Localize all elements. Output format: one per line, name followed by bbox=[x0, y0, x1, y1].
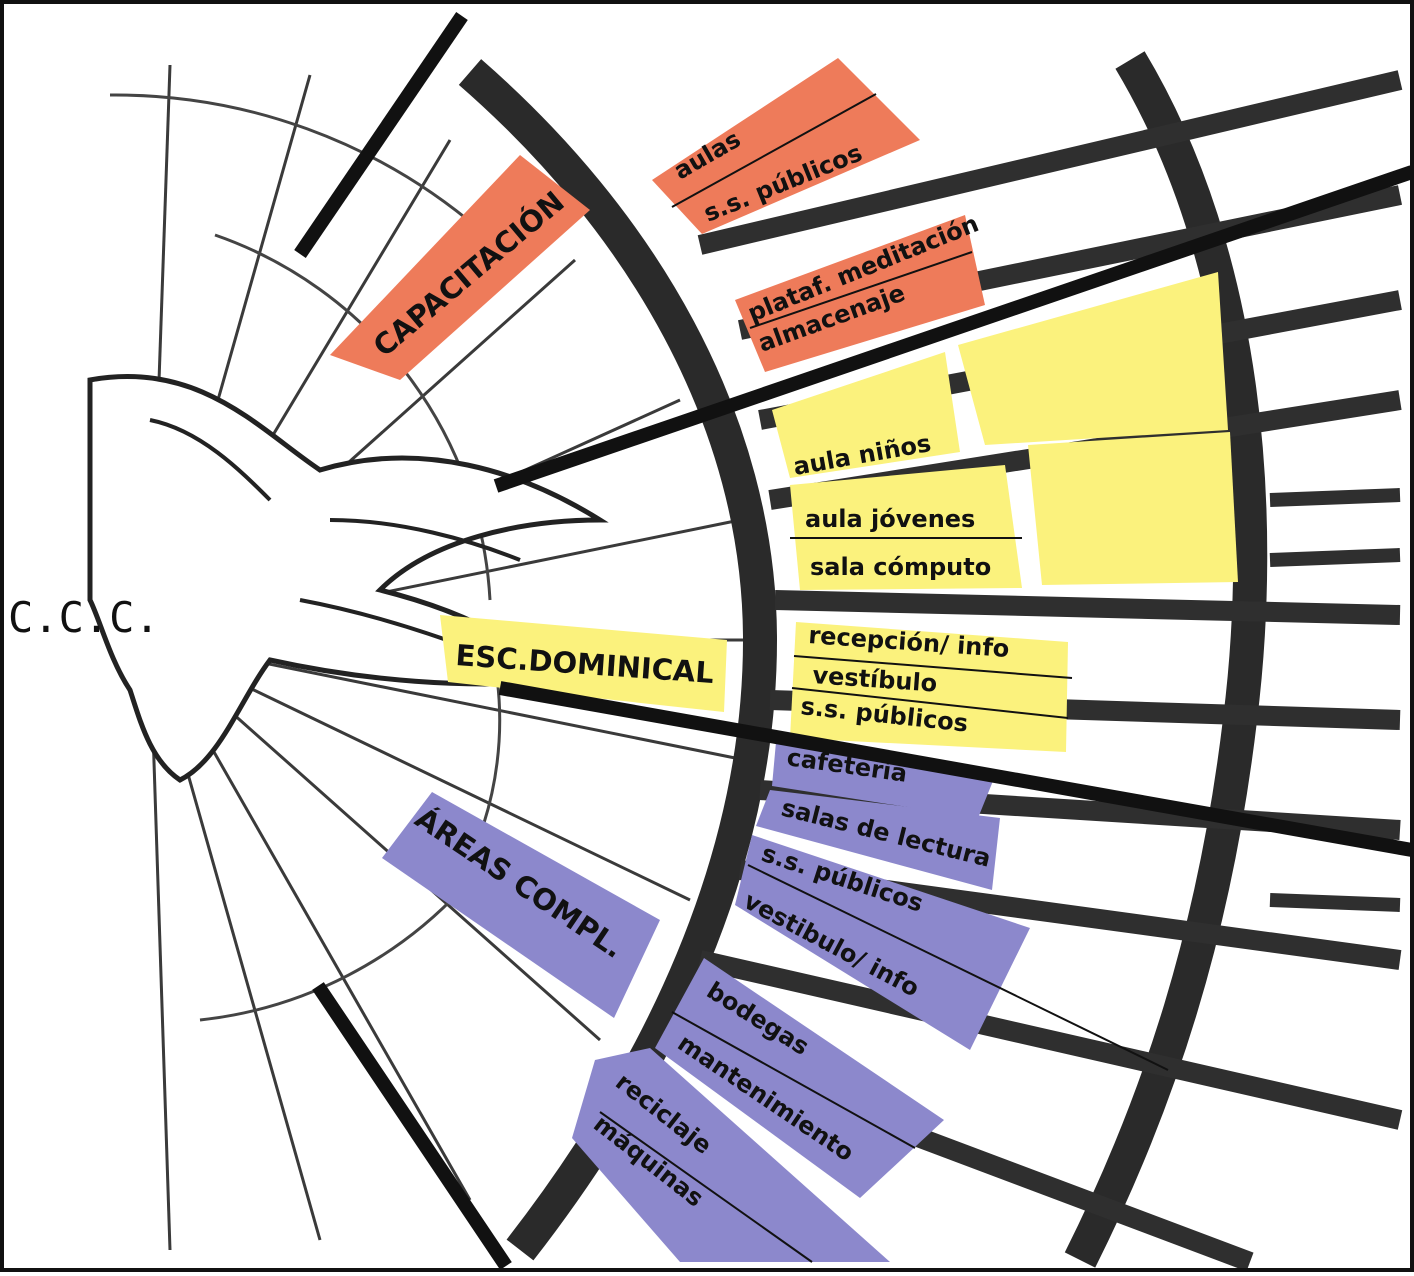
areas-vestibulo-block bbox=[735, 835, 1030, 1050]
zone-capacitacion: CAPACITACIÓN aulas s.s. públicos plataf.… bbox=[330, 58, 985, 380]
areas-cafeteria-block bbox=[772, 742, 995, 818]
divider-bodegas bbox=[671, 1011, 916, 1149]
areas-salas-lectura-block bbox=[756, 790, 1000, 890]
axis-capacitacion-esc bbox=[493, 165, 1414, 493]
esc-recepcion-block bbox=[790, 622, 1068, 752]
esc-yellow-block-2 bbox=[1028, 432, 1238, 585]
dove-logo bbox=[87, 373, 609, 783]
divider-aulas bbox=[671, 93, 877, 208]
ccc-label: C.C.C. bbox=[8, 593, 160, 642]
capacitacion-aulas-block bbox=[652, 58, 920, 234]
room-aula-jovenes: aula jóvenes bbox=[805, 505, 975, 533]
areas-compl-title-block bbox=[382, 792, 660, 1018]
leader-vestibulo bbox=[747, 864, 1169, 1071]
edge-beams bbox=[1269, 488, 1401, 912]
capacitacion-meditacion-block bbox=[735, 215, 985, 372]
esc-aula-jovenes-block bbox=[790, 465, 1022, 590]
esc-aula-ninos-block bbox=[772, 352, 960, 478]
areas-reciclaje-block bbox=[572, 1048, 890, 1262]
esc-yellow-block-1 bbox=[958, 272, 1228, 445]
divider-reciclaje bbox=[599, 1111, 813, 1263]
divider-recepcion bbox=[793, 655, 1073, 679]
areas-bodegas-block bbox=[655, 958, 944, 1198]
divider-meditacion bbox=[749, 251, 973, 329]
zone-axes bbox=[294, 12, 1414, 1270]
zone-areas-compl: ÁREAS COMPL. cafetería salas de lectura … bbox=[382, 742, 1169, 1263]
axis-capacitacion-left bbox=[294, 12, 468, 258]
divider-vestibulo bbox=[791, 687, 1069, 719]
capacitacion-title-block bbox=[330, 155, 590, 380]
axis-esc-areas bbox=[498, 681, 1414, 857]
axis-areas-bottom bbox=[312, 982, 512, 1270]
room-sala-computo: sala cómputo bbox=[810, 553, 991, 581]
